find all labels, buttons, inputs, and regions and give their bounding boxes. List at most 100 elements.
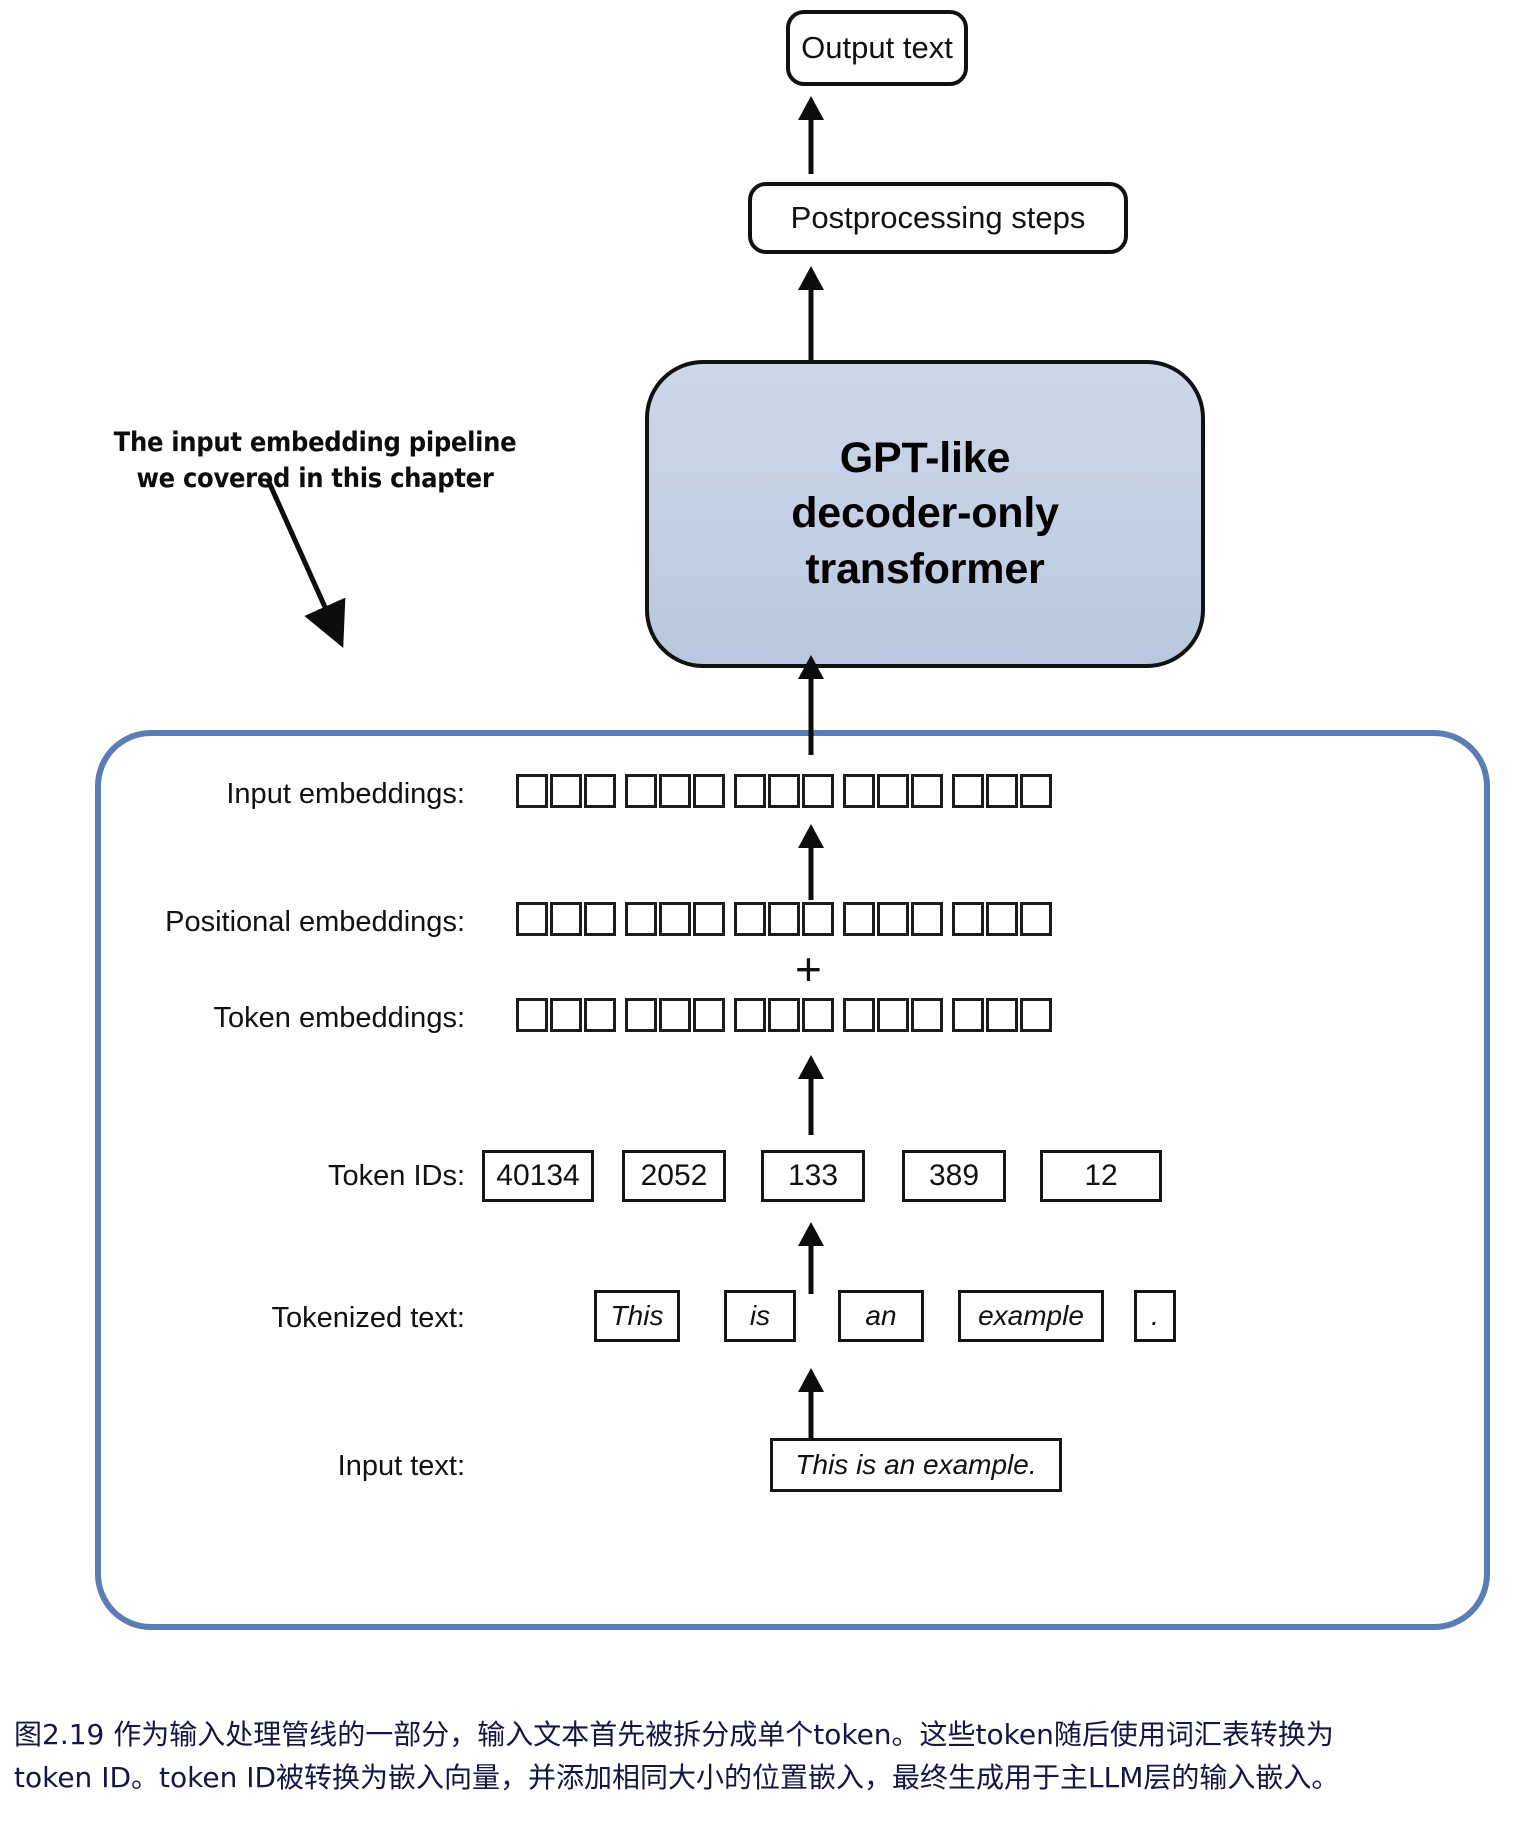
token-id-box: 2052 — [622, 1150, 726, 1202]
token-id-box: 389 — [902, 1150, 1006, 1202]
embedding-cell — [516, 902, 548, 936]
embedding-cell — [768, 998, 800, 1032]
embedding-cell — [693, 998, 725, 1032]
gpt-block-line-2: decoder-only — [791, 489, 1059, 538]
embedding-group — [843, 902, 943, 936]
embedding-group — [734, 902, 834, 936]
embedding-cell — [911, 902, 943, 936]
embedding-group — [516, 902, 616, 936]
embedding-cell — [625, 998, 657, 1032]
caption-line-1: 图2.19 作为输入处理管线的一部分，输入文本首先被拆分成单个token。这些t… — [14, 1718, 1334, 1751]
gpt-block-line-3: transformer — [805, 544, 1045, 593]
embedding-cell — [550, 998, 582, 1032]
arrow-shaft — [808, 1386, 814, 1438]
embedding-cell — [952, 902, 984, 936]
embedding-cell — [911, 774, 943, 808]
embedding-group — [625, 774, 725, 808]
embedding-cell — [877, 774, 909, 808]
embedding-cell — [802, 774, 834, 808]
embedding-group — [952, 774, 1052, 808]
embedding-cell — [986, 774, 1018, 808]
arrow-shaft — [808, 284, 814, 362]
gpt-block-line-1: GPT-like — [839, 434, 1011, 483]
embedding-cell — [843, 774, 875, 808]
output-text-box: Output text — [786, 10, 968, 86]
embedding-cell — [1020, 998, 1052, 1032]
embedding-cell — [768, 774, 800, 808]
embedding-cell — [734, 774, 766, 808]
postprocessing-steps-label: Postprocessing steps — [790, 200, 1086, 235]
embedding-cell — [1020, 902, 1052, 936]
embedding-cell — [768, 902, 800, 936]
row-label-token-ids: Token IDs: — [328, 1160, 465, 1192]
embedding-cell — [843, 902, 875, 936]
embedding-cell — [625, 774, 657, 808]
input-text-box: This is an example. — [770, 1438, 1062, 1492]
embedding-cell — [693, 902, 725, 936]
plus-symbol: + — [795, 943, 822, 995]
arrow-tokenids-to-token-embeddings — [798, 1055, 824, 1135]
arrow-tokenized-to-tokenids — [798, 1222, 824, 1294]
embedding-group — [734, 998, 834, 1032]
embedding-group — [843, 998, 943, 1032]
embedding-cell — [550, 902, 582, 936]
token-box: is — [724, 1290, 796, 1342]
embedding-cell — [843, 998, 875, 1032]
embedding-cell — [516, 998, 548, 1032]
embedding-cell — [952, 774, 984, 808]
arrow-shaft — [808, 842, 814, 900]
token-id-box: 133 — [761, 1150, 865, 1202]
embedding-group — [516, 998, 616, 1032]
token-box: . — [1134, 1290, 1176, 1342]
row-label-tokenized-text: Tokenized text: — [271, 1302, 465, 1334]
arrow-postprocessing-to-output — [798, 96, 824, 174]
row-label-input-embeddings: Input embeddings: — [226, 778, 465, 810]
token-box: an — [838, 1290, 924, 1342]
embedding-group — [734, 774, 834, 808]
gpt-decoder-block: GPT-like decoder-only transformer — [645, 360, 1205, 668]
embedding-cell — [659, 774, 691, 808]
embedding-cell — [952, 998, 984, 1032]
row-label-positional-embeddings: Positional embeddings: — [165, 906, 465, 938]
embedding-group — [625, 998, 725, 1032]
arrow-shaft — [808, 1073, 814, 1135]
arrow-shaft — [808, 114, 814, 174]
annotation-line-1: The input embedding pipeline — [113, 427, 517, 458]
embedding-cell — [516, 774, 548, 808]
arrow-shaft — [808, 673, 814, 755]
caption-line-2: token ID。token ID被转换为嵌入向量，并添加相同大小的位置嵌入，最… — [14, 1760, 1340, 1794]
arrow-shaft — [808, 1240, 814, 1294]
embedding-cell — [802, 902, 834, 936]
embedding-cell — [625, 902, 657, 936]
annotation-line-2: we covered in this chapter — [136, 463, 494, 495]
embedding-group — [516, 774, 616, 808]
output-text-label: Output text — [801, 30, 953, 65]
embedding-cell — [584, 998, 616, 1032]
embedding-cell — [986, 998, 1018, 1032]
token-id-box: 40134 — [482, 1150, 594, 1202]
embedding-cell — [550, 774, 582, 808]
embedding-cell — [734, 998, 766, 1032]
embedding-cell — [802, 998, 834, 1032]
arrow-embeddings-to-gpt — [798, 655, 824, 755]
arrow-sum-to-input-embeddings — [798, 824, 824, 900]
row-label-token-embeddings: Token embeddings: — [213, 1002, 466, 1034]
embedding-cell — [693, 774, 725, 808]
embedding-group — [625, 902, 725, 936]
annotation-callout: The input embedding pipeline we covered … — [100, 425, 530, 498]
gpt-block-text: GPT-like decoder-only transformer — [791, 431, 1059, 596]
arrow-inputtext-to-tokenized — [798, 1368, 824, 1438]
figure-caption: 图2.19 作为输入处理管线的一部分，输入文本首先被拆分成单个token。这些t… — [14, 1714, 1504, 1799]
annotation-arrow-icon — [265, 478, 346, 648]
embedding-cell — [911, 998, 943, 1032]
embedding-group — [843, 774, 943, 808]
embedding-cell — [584, 774, 616, 808]
embedding-cell — [877, 902, 909, 936]
token-box: example — [958, 1290, 1104, 1342]
embedding-cell — [734, 902, 766, 936]
embedding-group — [952, 902, 1052, 936]
postprocessing-steps-box: Postprocessing steps — [748, 182, 1128, 254]
token-id-box: 12 — [1040, 1150, 1162, 1202]
embedding-cell — [1020, 774, 1052, 808]
